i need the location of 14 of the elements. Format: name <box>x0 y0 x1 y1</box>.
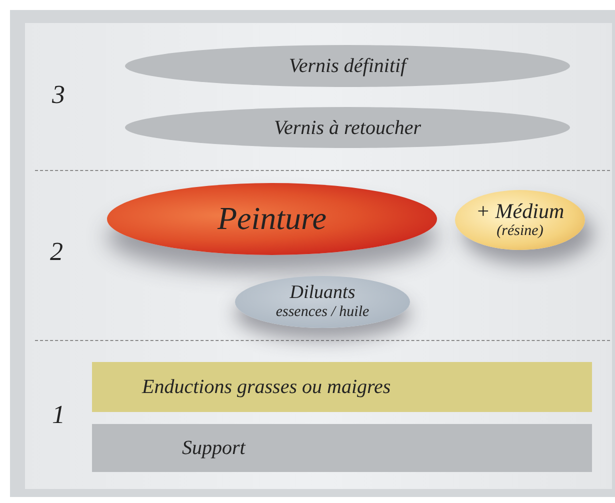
ground-layer-bar <box>92 362 592 412</box>
level-number: 2 <box>50 237 63 267</box>
node-subtitle: essences / huile <box>276 304 370 321</box>
level-number: 3 <box>52 80 65 110</box>
node-title: Enductions grasses ou maigres <box>142 376 391 398</box>
node-subtitle: (résine) <box>496 223 544 240</box>
node-title: Vernis définitif <box>288 55 406 77</box>
node-title: Vernis à retoucher <box>274 116 421 138</box>
level-number: 1 <box>52 400 65 430</box>
node-title: Diluants <box>290 283 356 304</box>
support-layer-bar <box>92 424 592 472</box>
node-title: Support <box>182 437 246 459</box>
node-title: + Médium <box>476 200 564 224</box>
node-title: Peinture <box>218 201 326 237</box>
